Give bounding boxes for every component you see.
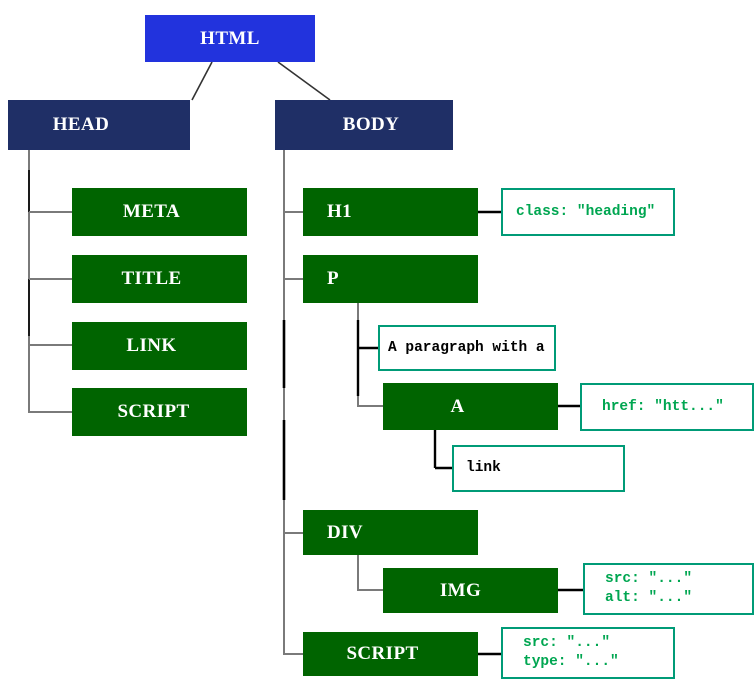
- node-a[interactable]: A: [383, 383, 558, 430]
- node-p[interactable]: P: [303, 255, 478, 303]
- node-meta-label: META: [122, 201, 181, 222]
- node-head[interactable]: HEAD: [8, 100, 190, 150]
- node-body[interactable]: BODY: [275, 100, 453, 150]
- text-node-link[interactable]: link: [452, 445, 625, 492]
- node-title-label: TITLE: [121, 268, 182, 289]
- node-head-script[interactable]: SCRIPT: [72, 388, 247, 436]
- attr-box-a-label: href: "htt...": [602, 398, 724, 415]
- text-node-paragraph-label: A paragraph with a: [388, 339, 545, 356]
- node-p-label: P: [327, 268, 340, 289]
- attr-box-h1-label: class: "heading": [516, 203, 656, 220]
- node-div-label: DIV: [327, 521, 364, 543]
- attr-box-img-label: src: "..." alt: "...": [605, 571, 693, 606]
- node-div[interactable]: DIV: [303, 510, 478, 555]
- node-body-script-label: SCRIPT: [346, 643, 419, 664]
- node-a-label: A: [450, 395, 465, 417]
- node-html-label: HTML: [200, 27, 260, 49]
- attr-box-a[interactable]: href: "htt...": [580, 383, 754, 431]
- edge-html-head: [191, 61, 213, 101]
- node-link[interactable]: LINK: [72, 322, 247, 370]
- node-title[interactable]: TITLE: [72, 255, 247, 303]
- node-img-label: IMG: [439, 579, 482, 601]
- attr-box-h1[interactable]: class: "heading": [501, 188, 675, 236]
- edge-html-body: [277, 61, 331, 101]
- attr-box-script[interactable]: src: "..." type: "...": [501, 627, 675, 679]
- node-h1[interactable]: H1: [303, 188, 478, 236]
- node-body-label: BODY: [342, 114, 400, 135]
- node-body-script[interactable]: SCRIPT: [303, 632, 478, 676]
- node-h1-label: H1: [327, 201, 353, 222]
- node-head-label: HEAD: [52, 114, 110, 135]
- text-node-link-label: link: [466, 460, 501, 477]
- attr-box-script-label: src: "..." type: "...": [523, 635, 619, 670]
- node-img[interactable]: IMG: [383, 568, 558, 613]
- text-node-paragraph[interactable]: A paragraph with a: [378, 325, 556, 371]
- node-head-script-label: SCRIPT: [117, 401, 190, 422]
- node-meta[interactable]: META: [72, 188, 247, 236]
- node-html[interactable]: HTML: [145, 15, 315, 62]
- node-link-label: LINK: [126, 335, 177, 356]
- attr-box-img[interactable]: src: "..." alt: "...": [583, 563, 754, 615]
